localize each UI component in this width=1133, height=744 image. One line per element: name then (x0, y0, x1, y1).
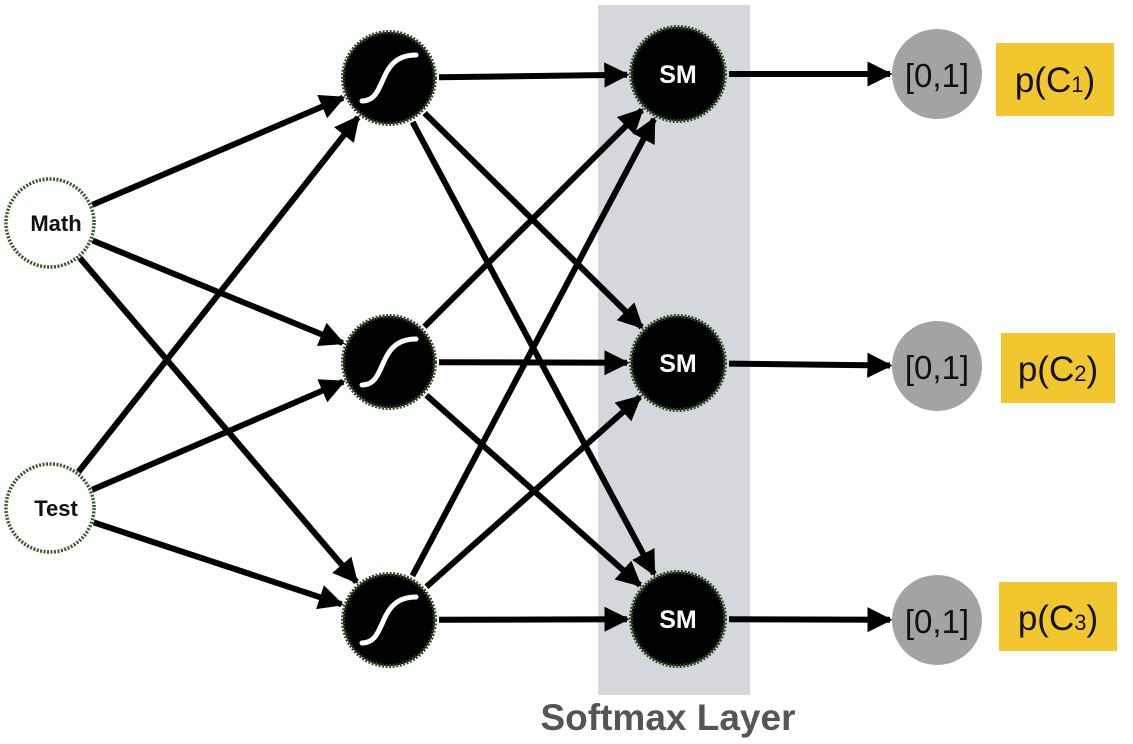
input-node-math: Math (4, 177, 96, 269)
probability-label-3: p(C3) (1018, 599, 1098, 638)
edge-hidden3-softmax2 (424, 394, 642, 590)
probability-label-2: p(C2) (1018, 350, 1098, 389)
edge-input2-hidden3 (92, 519, 344, 610)
hidden-node-2 (341, 314, 437, 410)
output-node-1: [0,1] (892, 29, 982, 119)
edge-hidden1-softmax1 (438, 62, 630, 88)
edge-hidden2-softmax2 (438, 350, 630, 376)
edge-softmax3-output3 (728, 607, 893, 633)
sigmoid-icon (359, 336, 419, 388)
input-node-test: Test (4, 462, 96, 554)
output-range-2: [0,1] (905, 349, 969, 386)
softmax-label-3: SM (659, 606, 697, 634)
softmax-label-1: SM (659, 61, 697, 89)
softmax-layer-label: Softmax Layer (541, 697, 796, 738)
output-range-1: [0,1] (905, 57, 969, 94)
edge-input2-hidden1 (76, 115, 361, 474)
hidden-node-3 (341, 572, 437, 668)
probability-label-1: p(C1) (1015, 61, 1095, 100)
edge-hidden3-softmax1 (409, 116, 657, 578)
softmax-node-2: SM (629, 314, 727, 412)
sigmoid-icon (359, 594, 419, 646)
edge-hidden3-softmax3 (438, 606, 630, 632)
input-label-math: Math (30, 211, 81, 236)
edge-input2-hidden2 (91, 379, 346, 493)
edge-input1-hidden1 (91, 94, 346, 208)
softmax-node-1: SM (629, 25, 727, 123)
sigmoid-icon (359, 52, 419, 104)
softmax-node-3: SM (629, 570, 727, 668)
probability-box-3: p(C3) (999, 582, 1117, 651)
probability-box-1: p(C1) (996, 43, 1114, 116)
probability-box-2: p(C2) (1001, 333, 1115, 403)
softmax-label-2: SM (659, 350, 697, 378)
edge-input1-hidden3 (77, 256, 359, 584)
edge-hidden2-softmax1 (422, 107, 645, 329)
connections (76, 61, 893, 633)
output-range-3: [0,1] (905, 603, 969, 640)
hidden-node-1 (341, 30, 437, 126)
output-node-2: [0,1] (892, 321, 982, 411)
edge-softmax2-output2 (728, 352, 893, 378)
output-node-3: [0,1] (892, 575, 982, 665)
input-label-test: Test (34, 496, 78, 521)
